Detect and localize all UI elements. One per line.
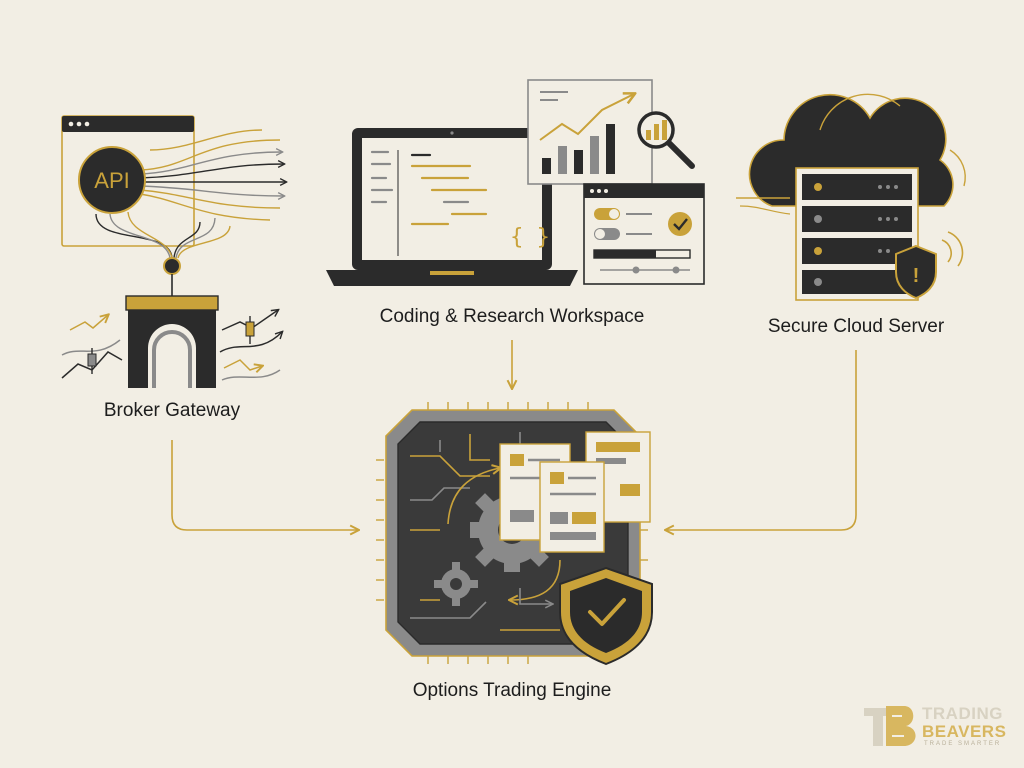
- flow-arrows: [447, 468, 561, 604]
- broker-gateway-node: API: [61, 115, 286, 388]
- gateway-arch-icon: [125, 295, 219, 388]
- cloud-server-node: !: [736, 93, 966, 301]
- trading-engine-node: [376, 402, 653, 666]
- brand-line-2: BEAVERS: [922, 722, 1007, 741]
- settings-window: [583, 183, 705, 285]
- small-gear-icon: [434, 562, 478, 606]
- edge-broker-to-engine: [171, 440, 358, 530]
- trading-engine-label: Options Trading Engine: [412, 680, 612, 701]
- security-shield-icon: [559, 566, 653, 666]
- workspace-node: { }: [326, 79, 705, 286]
- api-badge-text: API: [94, 168, 129, 193]
- code-braces-text: { }: [510, 225, 550, 250]
- chip-pins: [376, 402, 648, 664]
- brand-line-1: TRADING: [922, 704, 1003, 723]
- laptop-icon: { }: [326, 128, 578, 286]
- magnifier-icon: [637, 111, 695, 169]
- logo-mark-icon: [864, 706, 916, 746]
- cloud-server-label: Secure Cloud Server: [767, 316, 945, 337]
- broker-gateway-label: Broker Gateway: [103, 400, 241, 421]
- api-data-lines: [139, 129, 286, 221]
- shield-alert-text: !: [913, 265, 920, 287]
- shield-alert-icon: !: [895, 231, 964, 300]
- edge-cloud-to-engine: [666, 350, 857, 530]
- brand-tagline: TRADE SMARTER: [924, 741, 1002, 747]
- document-card-front: [539, 461, 605, 553]
- api-window: [61, 115, 195, 247]
- api-badge: API: [78, 146, 146, 214]
- candlestick-icons: [87, 316, 255, 374]
- gateway-cables: [95, 211, 231, 259]
- workspace-label: Coding & Research Workspace: [379, 306, 645, 327]
- brand-logo: TRADING BEAVERS TRADE SMARTER: [860, 704, 1010, 752]
- connector-node: [163, 257, 181, 275]
- research-chart-window: [527, 79, 653, 185]
